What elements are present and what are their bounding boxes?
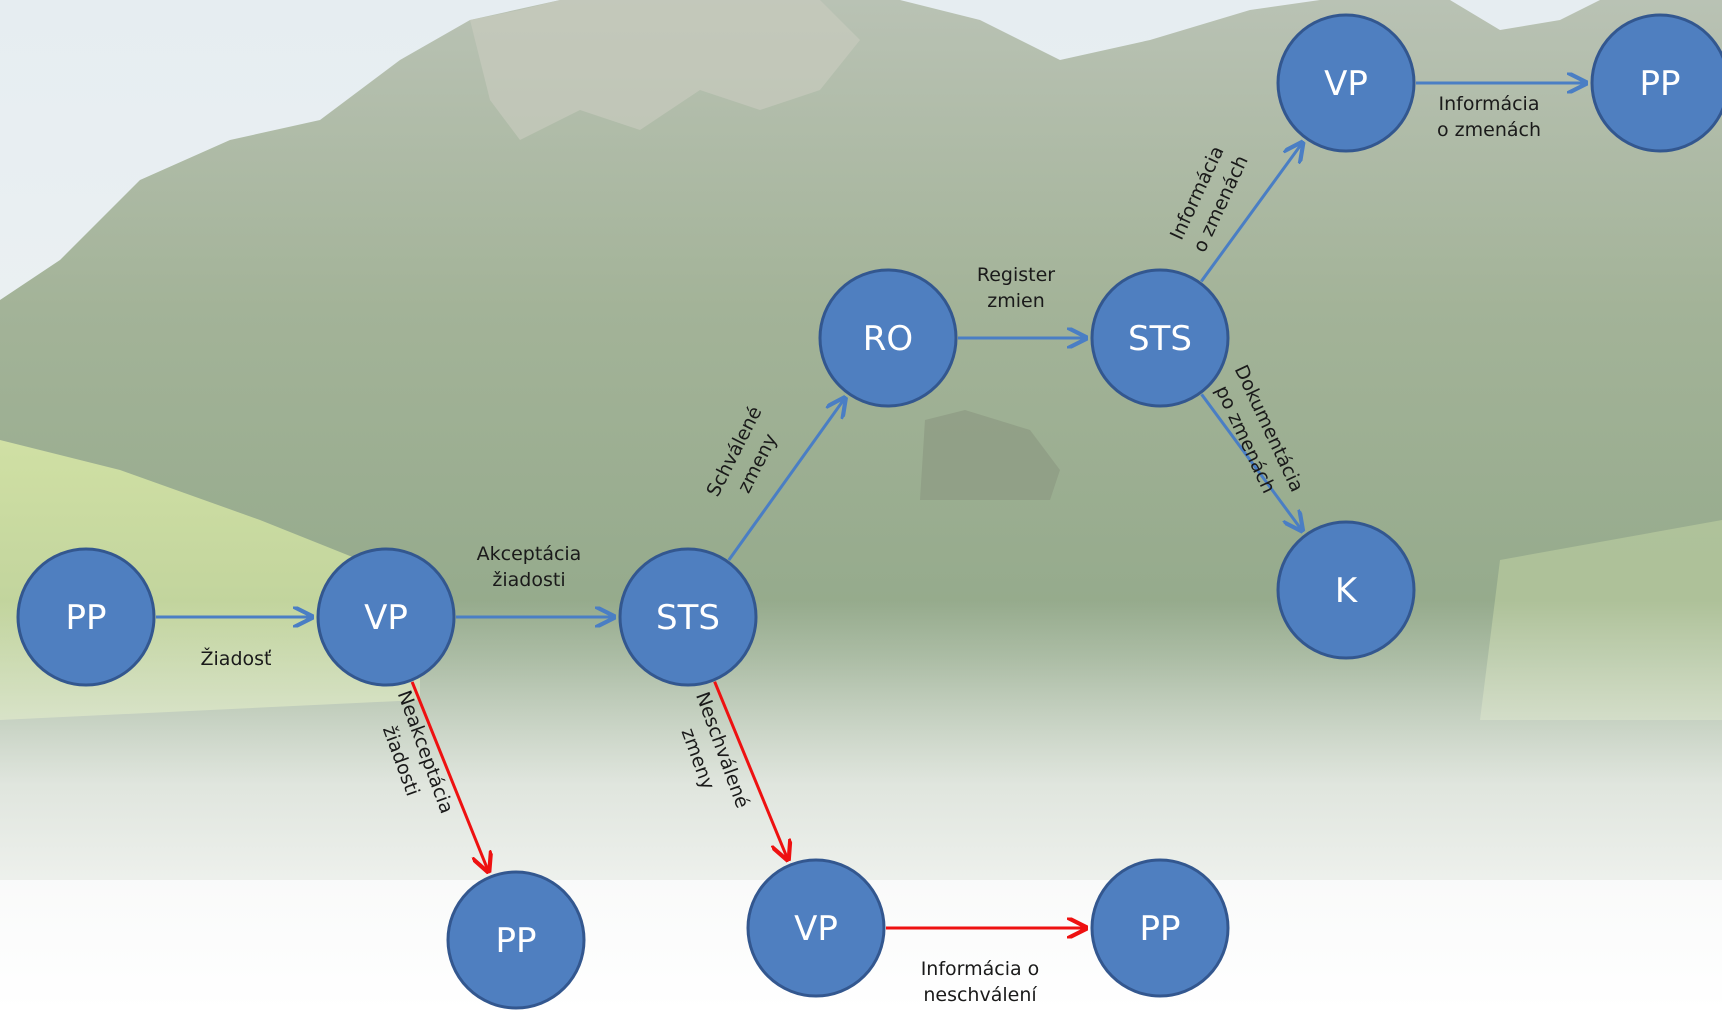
edge-label-line: žiadosti [492, 569, 565, 591]
node-pp3: PP [446, 870, 586, 1010]
edge-label-line: zmien [987, 290, 1045, 312]
edge-label-ziadost: Žiadosť [201, 647, 273, 670]
edge-label-line: Informácia o [921, 958, 1040, 980]
node-circle [618, 547, 758, 687]
nodes-layer: PP VP STS RO STS VP PP K PP VP PP [16, 13, 1722, 1010]
edge-arrow-schvalene [727, 398, 845, 561]
edge-label-info-neschvaleni: Informácia o neschválení [921, 958, 1040, 1006]
node-label: RO [863, 319, 913, 359]
node-circle [446, 870, 586, 1010]
node-circle [818, 268, 958, 408]
node-label: PP [1139, 909, 1180, 949]
node-label: VP [364, 598, 408, 638]
edge-label-line: o zmenách [1437, 119, 1541, 141]
node-circle [16, 547, 156, 687]
edge-label-neakceptacia: Neakceptáciažiadosti [368, 688, 457, 826]
node-label: VP [1324, 64, 1368, 104]
edge-label-line: Register [977, 264, 1055, 286]
node-circle [1090, 858, 1230, 998]
node-sts1: STS [618, 547, 758, 687]
node-k: K [1276, 520, 1416, 660]
node-vp2: VP [1276, 13, 1416, 153]
edge-label-line: Žiadosť [201, 647, 273, 670]
node-pp2: PP [1590, 13, 1722, 153]
edge-arrow-info-zmeny-1 [1200, 143, 1302, 283]
edge-arrow-neschvalene [713, 681, 788, 860]
edge-label-register: Register zmien [977, 264, 1055, 312]
node-label: STS [656, 598, 720, 638]
edge-arrow-neakceptacia [410, 681, 488, 871]
edge-label-info-zmeny-1: Informáciao zmenách [1165, 141, 1252, 256]
node-label: STS [1128, 319, 1192, 359]
node-sts2: STS [1090, 268, 1230, 408]
node-circle [316, 547, 456, 687]
node-vp3: VP [746, 858, 886, 998]
edge-arrow-dokumentacia [1200, 393, 1302, 530]
node-label: PP [495, 921, 536, 961]
node-pp4: PP [1090, 858, 1230, 998]
node-circle [1590, 13, 1722, 153]
edge-label-dokumentacia: Dokumentáciapo zmenách [1206, 362, 1308, 507]
edge-label-info-zmeny-2: Informácia o zmenách [1437, 93, 1541, 141]
node-label: PP [1639, 64, 1680, 104]
node-circle [746, 858, 886, 998]
node-label: K [1335, 571, 1359, 611]
edges-layer [156, 83, 1586, 928]
edge-label-akceptacia: Akceptácia žiadosti [477, 543, 582, 591]
node-vp1: VP [316, 547, 456, 687]
node-label: VP [794, 909, 838, 949]
node-circle [1090, 268, 1230, 408]
node-circle [1276, 520, 1416, 660]
node-ro: RO [818, 268, 958, 408]
node-circle [1276, 13, 1416, 153]
edge-label-line: Informácia [1439, 93, 1540, 115]
edge-label-line: neschválení [923, 984, 1037, 1006]
node-pp1: PP [16, 547, 156, 687]
edge-label-neschvalene: Neschválenézmeny [667, 689, 754, 820]
edge-label-line: Akceptácia [477, 543, 582, 565]
node-label: PP [65, 598, 106, 638]
